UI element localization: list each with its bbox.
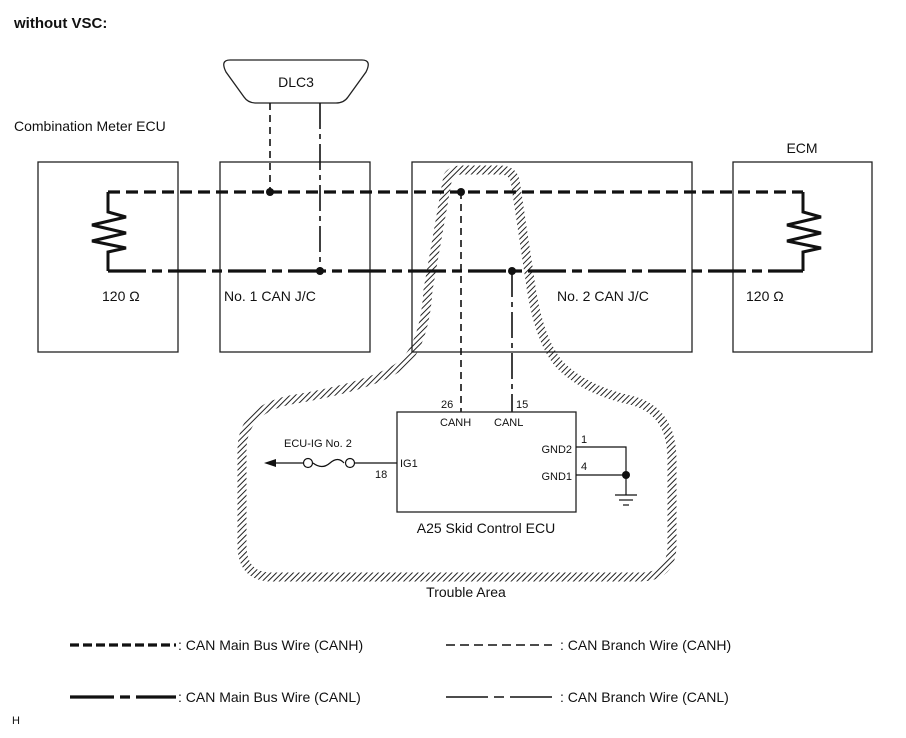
trouble-area-outline — [237, 165, 677, 582]
gnd1-pin-label: GND1 — [541, 471, 572, 483]
ig1-pin-label: IG1 — [400, 458, 418, 470]
junction-dot — [508, 267, 516, 275]
junction-dot — [457, 188, 465, 196]
ig1-pin-number: 18 — [375, 469, 387, 481]
dlc3-connector — [223, 59, 369, 104]
corner-mark: H — [12, 715, 20, 727]
gnd2-pin-label: GND2 — [541, 444, 572, 456]
fuse-label: ECU-IG No. 2 — [284, 438, 352, 450]
legend-main-canl-label: : CAN Main Bus Wire (CANL) — [178, 689, 361, 705]
legend-main-canh-label: : CAN Main Bus Wire (CANH) — [178, 637, 363, 653]
ecm-box — [732, 161, 873, 353]
diagram-title: without VSC: — [13, 15, 107, 32]
gnd2-wire — [576, 446, 627, 475]
canh-pin-number: 26 — [441, 399, 453, 411]
resistor-right-icon — [786, 192, 822, 271]
combination-meter-label: Combination Meter ECU — [14, 118, 166, 134]
no2-can-jc-box — [411, 161, 693, 353]
canh-pin-label: CANH — [440, 417, 471, 429]
trouble-area-label: Trouble Area — [426, 584, 506, 600]
legend-branch-canl-label: : CAN Branch Wire (CANL) — [560, 689, 729, 705]
resistor-left-icon — [91, 192, 127, 271]
junction-dot — [316, 267, 324, 275]
canl-pin-number: 15 — [516, 399, 528, 411]
no1-can-jc-box — [219, 161, 371, 353]
skid-control-ecu-box — [396, 411, 577, 513]
arrow-left-icon — [264, 459, 276, 467]
fuse-icon — [264, 457, 397, 469]
legend: : CAN Main Bus Wire (CANH) : CAN Branch … — [70, 637, 731, 705]
no1-can-jc-label: No. 1 CAN J/C — [224, 288, 316, 304]
no2-can-jc-label: No. 2 CAN J/C — [557, 288, 649, 304]
resistor-left-label: 120 Ω — [102, 288, 140, 304]
skid-ecu-label: A25 Skid Control ECU — [417, 520, 556, 536]
dlc3-label: DLC3 — [278, 74, 314, 90]
junction-dot — [266, 188, 274, 196]
combination-meter-ecu-box — [37, 161, 179, 353]
legend-branch-canh-label: : CAN Branch Wire (CANH) — [560, 637, 731, 653]
ground-icon — [615, 475, 637, 506]
resistor-right-label: 120 Ω — [746, 288, 784, 304]
gnd1-pin-number: 4 — [581, 461, 587, 473]
canl-pin-label: CANL — [494, 417, 523, 429]
ecm-label: ECM — [786, 140, 817, 156]
gnd2-pin-number: 1 — [581, 434, 587, 446]
